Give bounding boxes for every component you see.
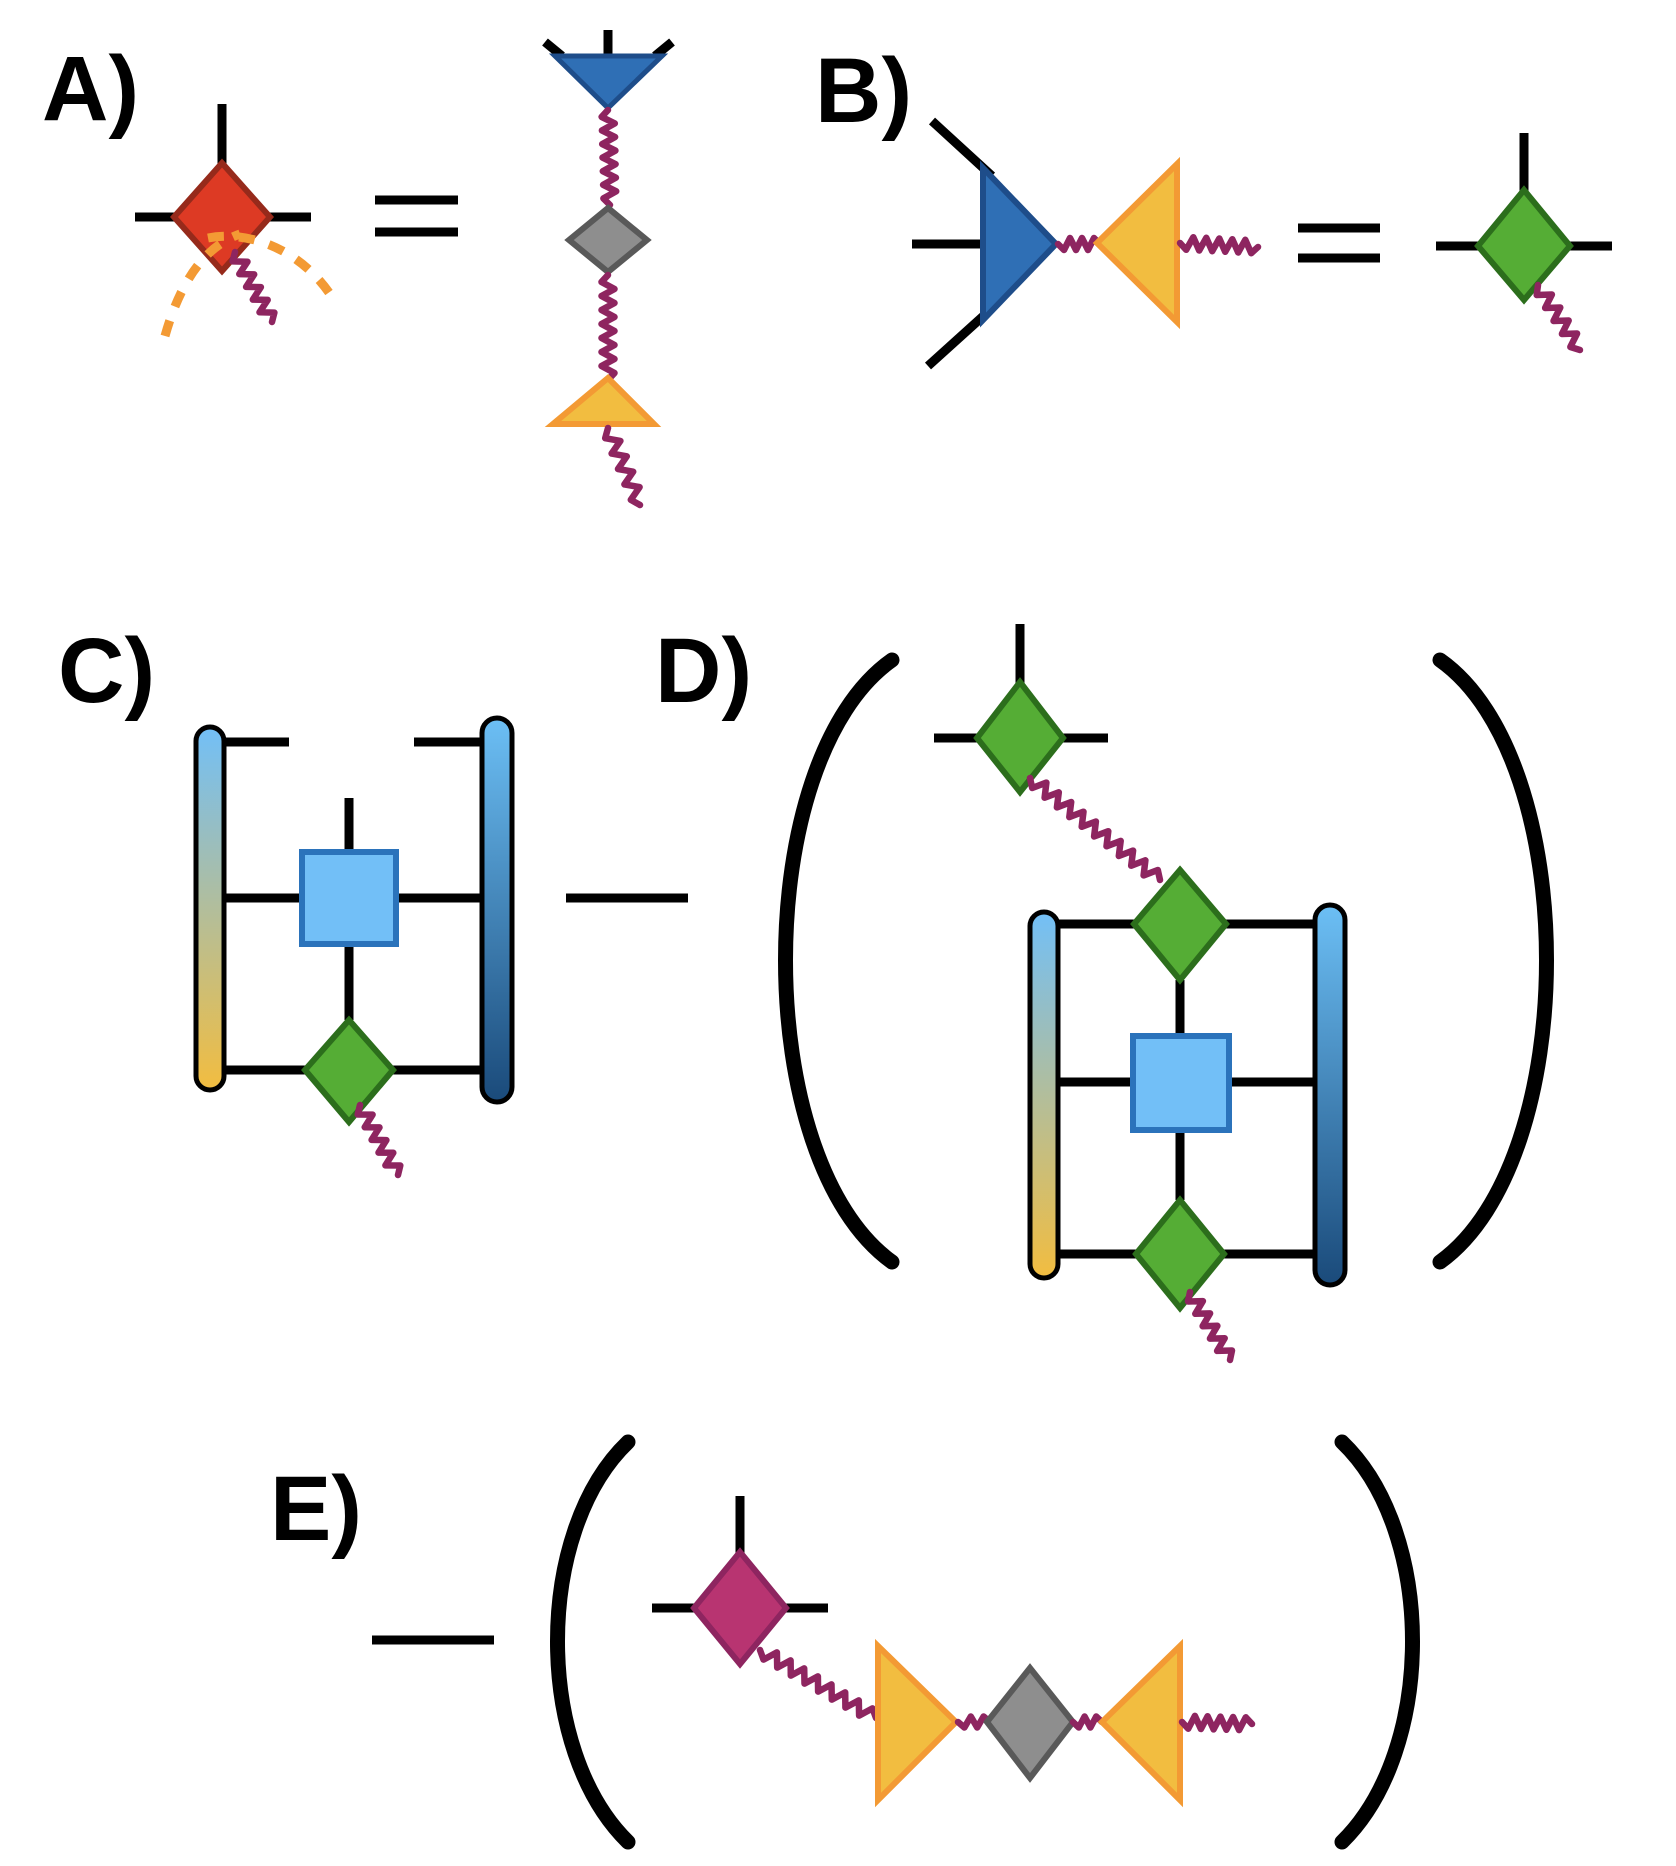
- panel-c: [193, 715, 688, 1179]
- wavy-bond: [354, 1101, 404, 1179]
- blue-triangle-tensor: [548, 53, 669, 112]
- left-environment-bar: [1027, 909, 1061, 1281]
- wavy-bond: [601, 424, 644, 509]
- panel-label-d: D): [655, 620, 752, 722]
- wavy-bond: [1054, 234, 1104, 254]
- left-environment-bar: [193, 724, 227, 1093]
- dotted-bond-right: [207, 231, 334, 297]
- wavy-bond: [1533, 281, 1584, 354]
- green-diamond-tensor-top: [973, 677, 1067, 797]
- green-diamond-tensor-bottom: [1132, 1195, 1228, 1313]
- red-diamond-tensor: [169, 158, 275, 276]
- panel-label-c: C): [58, 620, 155, 722]
- left-parenthesis: [778, 652, 900, 1270]
- green-diamond-tensor: [1474, 185, 1574, 305]
- light-blue-square-tensor: [299, 849, 399, 947]
- right-environment-bar: [479, 715, 515, 1105]
- dotted-bond-left: [160, 229, 242, 338]
- orange-triangle-tensor: [1092, 156, 1180, 330]
- right-parenthesis: [1432, 652, 1554, 1270]
- left-parenthesis: [550, 1434, 636, 1850]
- green-diamond-tensor-middle: [1130, 865, 1230, 985]
- wavy-bond: [598, 106, 620, 209]
- panel-label-b: B): [815, 40, 912, 142]
- wavy-bond: [1176, 233, 1262, 257]
- panel-a: [135, 30, 675, 509]
- wavy-bond: [229, 248, 278, 326]
- magenta-diamond-tensor: [690, 1547, 790, 1669]
- right-parenthesis: [1334, 1434, 1420, 1850]
- gray-diamond-tensor: [983, 1663, 1077, 1783]
- blue-triangle-tensor: [980, 160, 1061, 328]
- gray-diamond-tensor: [564, 204, 652, 276]
- orange-triangle-tensor: [544, 373, 662, 427]
- wavy-bond: [756, 1646, 880, 1722]
- right-environment-bar: [1312, 902, 1348, 1288]
- panel-label-e: E): [270, 1458, 362, 1560]
- wavy-bond: [1184, 1288, 1236, 1364]
- orange-triangle-tensor-left: [875, 1638, 961, 1808]
- panel-d: [778, 624, 1554, 1364]
- light-blue-square-tensor: [1130, 1033, 1232, 1133]
- orange-triangle-tensor-right: [1097, 1638, 1183, 1808]
- panel-b: [912, 117, 1612, 370]
- green-diamond-tensor: [301, 1015, 397, 1127]
- panel-e: [372, 1434, 1420, 1850]
- wavy-bond: [1069, 1713, 1106, 1731]
- wavy-bond: [954, 1713, 994, 1731]
- wavy-bond: [1178, 1712, 1256, 1734]
- wavy-bond: [598, 271, 618, 384]
- wavy-bond: [1026, 774, 1164, 884]
- panel-label-a: A): [42, 38, 139, 140]
- blue-triangle-leg-lower: [924, 306, 994, 370]
